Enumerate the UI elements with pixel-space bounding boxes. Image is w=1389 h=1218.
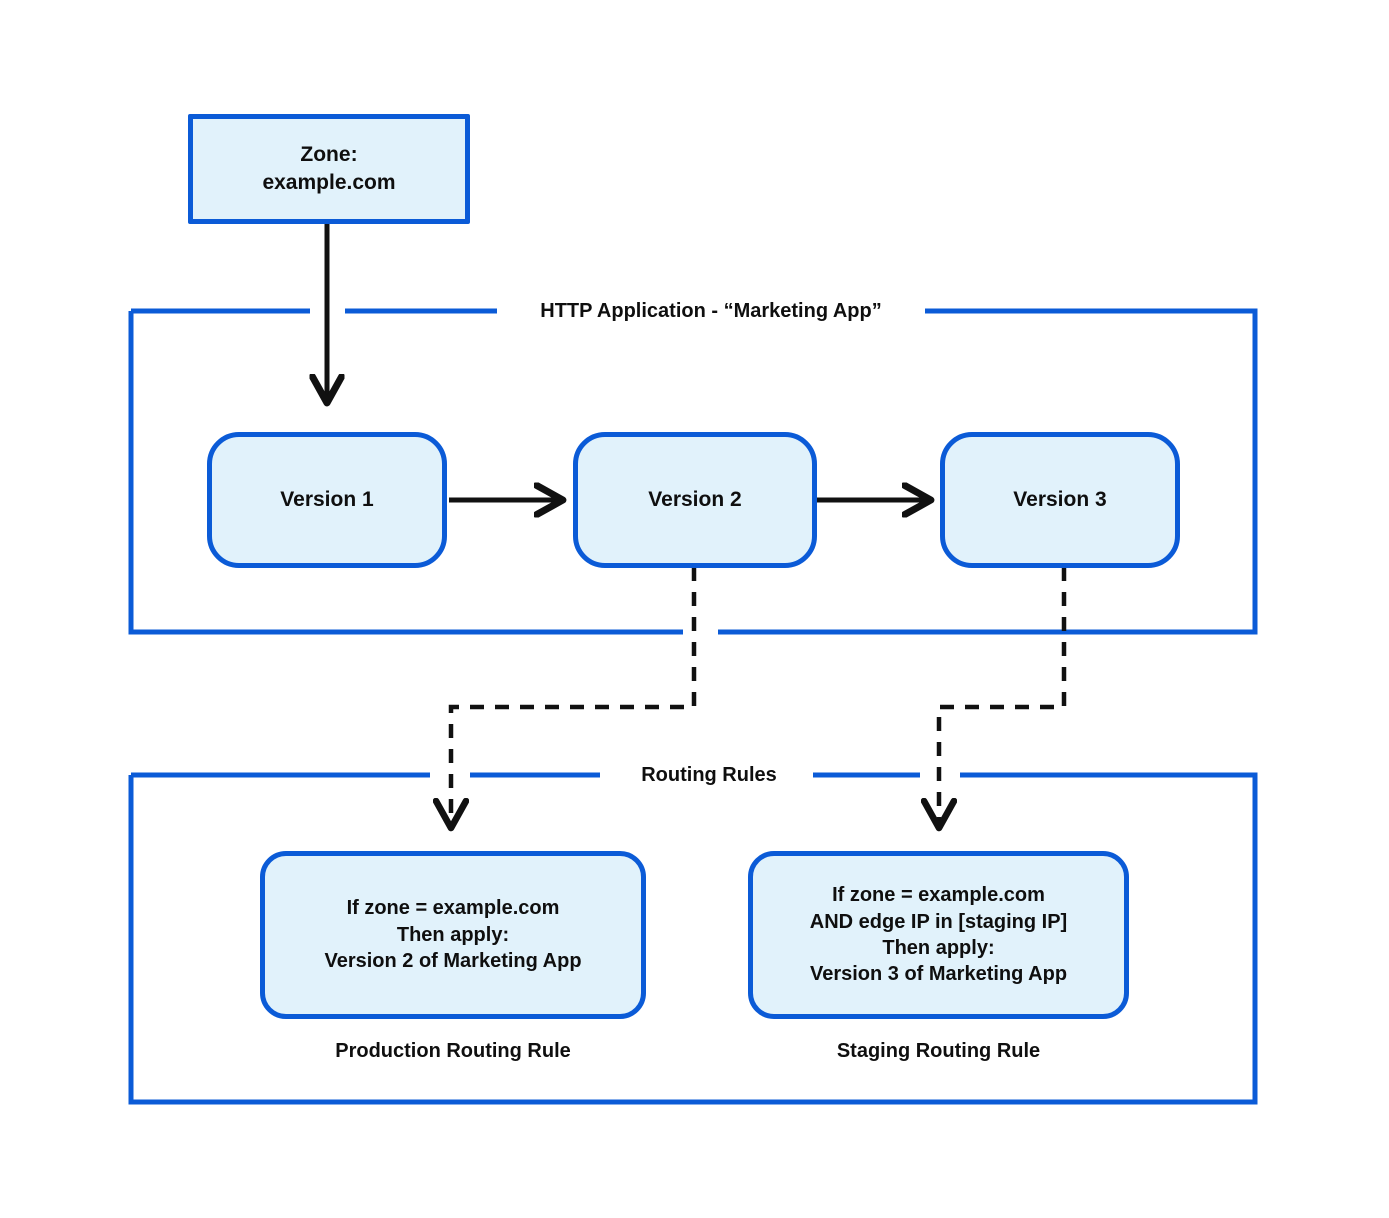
staging-routing-rule-caption: Staging Routing Rule xyxy=(836,1040,1041,1062)
version-1-node[interactable]: Version 1 xyxy=(207,432,447,568)
version-2-label: Version 2 xyxy=(648,488,742,512)
version-2-node[interactable]: Version 2 xyxy=(573,432,817,568)
version-3-node[interactable]: Version 3 xyxy=(940,432,1180,568)
staging-routing-rule-text: If zone = example.com AND edge IP in [st… xyxy=(809,884,1068,986)
production-routing-rule-text: If zone = example.com Then apply: Versio… xyxy=(324,897,582,973)
version-3-label: Version 3 xyxy=(1013,488,1107,512)
connector-version-2-to-production-rule xyxy=(451,567,697,825)
staging-routing-rule-node[interactable]: If zone = example.com AND edge IP in [st… xyxy=(748,851,1129,1019)
zone-node-label: Zone: example.com xyxy=(262,143,396,194)
connector-version-3-to-staging-rule xyxy=(939,567,1067,825)
production-routing-rule-caption: Production Routing Rule xyxy=(335,1040,571,1062)
zone-node[interactable]: Zone: example.com xyxy=(188,114,470,224)
version-1-label: Version 1 xyxy=(280,488,374,512)
routing-rules-group-label: Routing Rules xyxy=(605,765,813,785)
production-routing-rule-node[interactable]: If zone = example.com Then apply: Versio… xyxy=(260,851,646,1019)
http-application-group-label: HTTP Application - “Marketing App” xyxy=(497,301,925,321)
